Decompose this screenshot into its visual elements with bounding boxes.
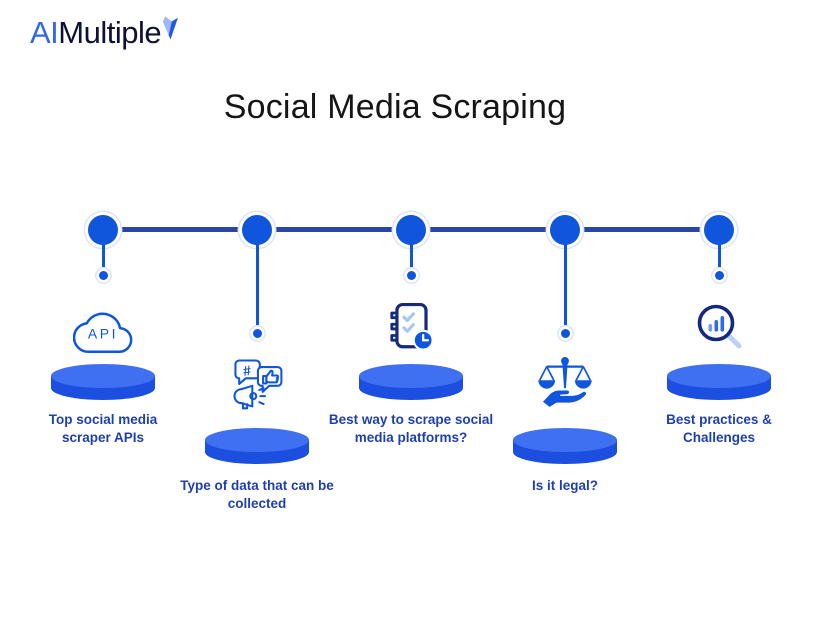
timeline-item-2: # Type of data that can be collected (172, 215, 342, 575)
pedestal (510, 426, 620, 466)
item-label: Best practices & Challenges (666, 412, 772, 445)
connector-line (255, 244, 259, 327)
connector-end-dot (252, 329, 262, 338)
connector-end-dot (98, 271, 108, 280)
pedestal (356, 362, 466, 402)
connector-line (409, 244, 413, 269)
pedestal (664, 362, 774, 402)
connector-line (101, 244, 105, 269)
connector-line (563, 244, 567, 327)
api-cloud-icon: API (73, 298, 133, 358)
connector-line (717, 244, 721, 269)
connector-end-dot (714, 271, 724, 280)
timeline-item-1: API Top social media scraper APIs (18, 215, 188, 575)
timeline-node (396, 215, 426, 245)
connector-end-dot (406, 271, 416, 280)
page-title: Social Media Scraping (223, 88, 567, 126)
connector-end-dot (560, 329, 570, 338)
timeline-node (704, 215, 734, 245)
item-label: Best way to scrape social media platform… (328, 412, 494, 445)
checklist-clock-icon (381, 298, 441, 358)
timeline-node (242, 215, 272, 245)
pedestal (202, 426, 312, 466)
api-cloud-label: API (88, 325, 118, 341)
hashtag-glyph: # (242, 362, 252, 379)
timeline-item-4: Is it legal? (480, 215, 650, 575)
timeline-item-3: Best way to scrape social media platform… (326, 215, 496, 575)
scales-hand-icon (535, 353, 595, 413)
item-label: Type of data that can be collected (180, 478, 334, 511)
timeline-node (550, 215, 580, 245)
magnifier-chart-icon (689, 298, 749, 358)
social-engagement-icon: # (227, 353, 287, 413)
timeline-node (88, 215, 118, 245)
item-label: Is it legal? (531, 478, 599, 493)
logo-text-ai: AI (30, 15, 59, 50)
pedestal (48, 362, 158, 402)
logo-bolt-icon (162, 13, 179, 47)
timeline-item-5: Best practices & Challenges (634, 215, 804, 575)
item-label: Top social media scraper APIs (48, 412, 158, 445)
logo-text-multiple: Multiple (58, 15, 162, 50)
